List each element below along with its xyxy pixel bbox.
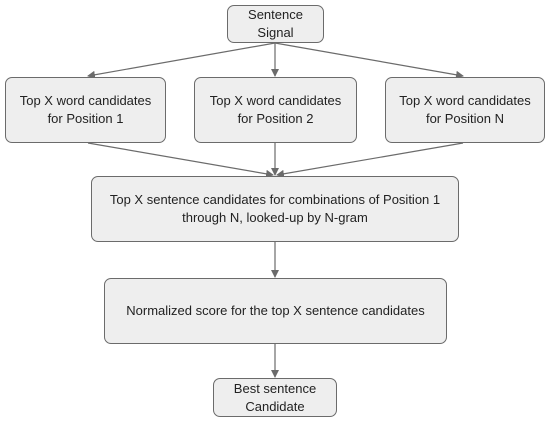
arrow-position-1-to-combinations [87,142,274,178]
best-sentence-node: Best sentence Candidate [213,378,337,417]
position-n-candidates-node: Top X word candidates for Position N [385,77,545,143]
sentence-combinations-label: Top X sentence candidates for combinatio… [109,192,441,225]
position-2-candidates-label: Top X word candidates for Position 2 [209,93,342,126]
position-n-candidates-label: Top X word candidates for Position N [399,93,531,126]
sentence-signal-label: Sentence Signal [248,7,303,40]
sentence-combinations-node: Top X sentence candidates for combinatio… [91,176,459,242]
position-1-candidates-label: Top X word candidates for Position 1 [19,93,152,126]
position-1-candidates-node: Top X word candidates for Position 1 [5,77,166,143]
normalized-score-node: Normalized score for the top X sentence … [104,278,447,344]
normalized-score-label: Normalized score for the top X sentence … [126,303,425,318]
sentence-signal-node: Sentence Signal [227,5,324,43]
best-sentence-label: Best sentence Candidate [233,380,317,414]
arrow-signal-to-position-n [274,42,464,79]
arrow-signal-to-position-1 [87,42,276,79]
position-2-candidates-node: Top X word candidates for Position 2 [194,77,357,143]
arrow-position-n-to-combinations [276,142,464,178]
